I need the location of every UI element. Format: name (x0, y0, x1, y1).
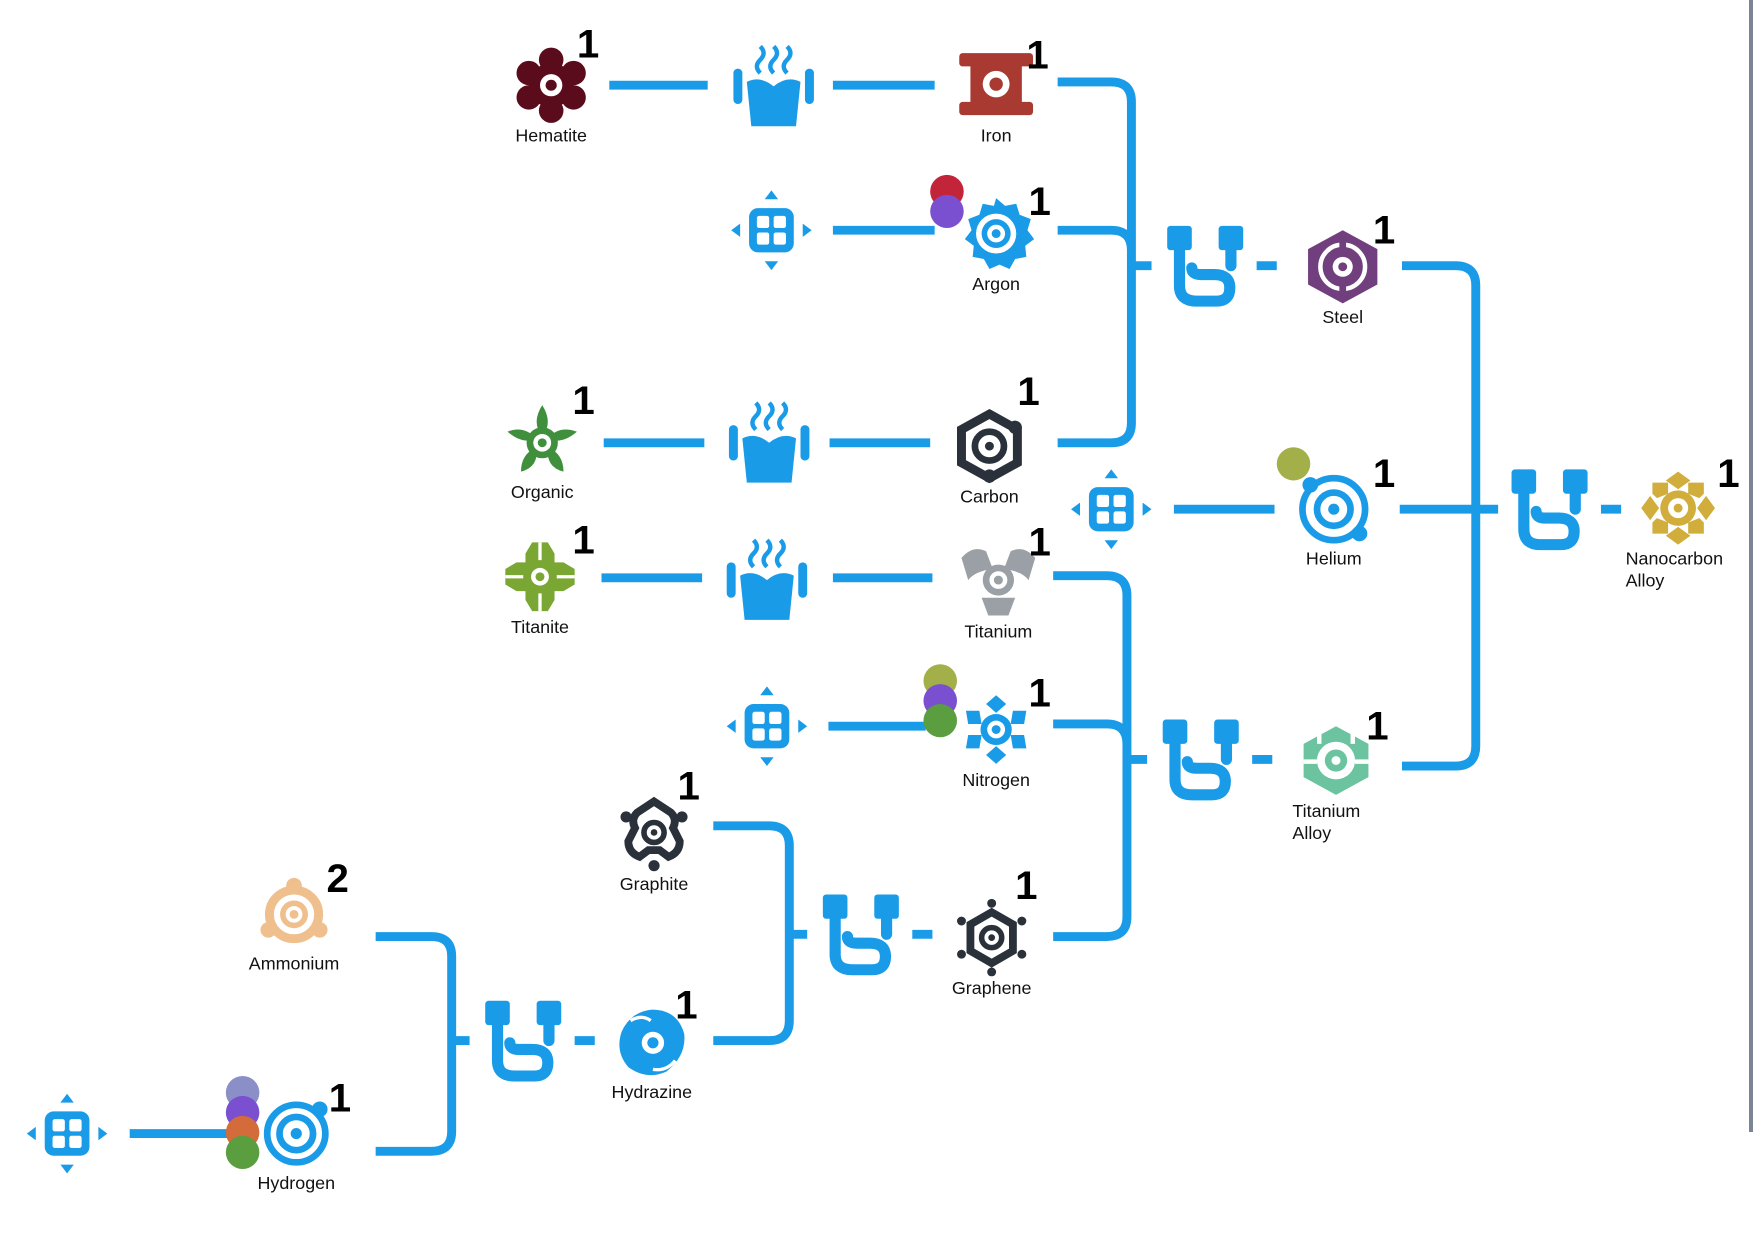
nanocarbon-alloy-icon (1641, 471, 1716, 545)
ammonium-icon (260, 877, 328, 944)
hydrazine-icon (619, 1009, 685, 1076)
steel-icon (1308, 230, 1378, 304)
titanite-icon (505, 542, 575, 612)
node-label: Titanium (964, 623, 1033, 643)
node-count: 1 (572, 377, 595, 423)
assembler-icon[interactable] (479, 996, 568, 1085)
node-count: 1 (1366, 702, 1389, 749)
node-graphite[interactable]: Graphite 1 (593, 765, 716, 897)
node-count: 1 (328, 1074, 352, 1121)
node-count: 1 (1015, 862, 1038, 908)
assembler-icon[interactable] (816, 890, 905, 979)
helium-icon (1299, 474, 1369, 544)
node-titanite[interactable]: Titanite 1 (479, 520, 602, 640)
extractor-icon[interactable] (727, 186, 816, 275)
node-titanium-alloy[interactable]: Titanium Alloy 1 (1275, 706, 1398, 846)
titanium-alloy-icon (1303, 726, 1369, 795)
node-nitrogen[interactable]: Nitrogen 1 (935, 673, 1058, 793)
hydrogen-icon (263, 1101, 329, 1166)
nitrogen-icon (965, 695, 1027, 764)
node-label: Organic (510, 483, 574, 503)
node-hematite[interactable]: Hematite 1 (490, 24, 613, 148)
node-iron[interactable]: Iron 1 (935, 35, 1058, 148)
node-count: 1 (1717, 450, 1740, 496)
extractor-icon[interactable] (22, 1089, 111, 1178)
bus-graphene (713, 821, 808, 1046)
assembler-icon[interactable] (1156, 715, 1245, 804)
node-count: 1 (1028, 178, 1051, 224)
node-label: Carbon (960, 488, 1019, 508)
titanium-icon (961, 549, 1036, 616)
node-label: Nanocarbon Alloy (1625, 550, 1724, 592)
node-graphene[interactable]: Graphene 1 (930, 865, 1053, 1001)
node-label: Titanite (510, 618, 569, 638)
hematite-icon (516, 47, 586, 123)
node-hydrazine[interactable]: Hydrazine 1 (590, 985, 713, 1105)
planet-sources-helium (1276, 447, 1315, 481)
node-carbon[interactable]: Carbon 1 (928, 371, 1051, 509)
argon-icon (964, 198, 1035, 270)
node-count: 1 (1028, 519, 1051, 565)
node-label: Hydrazine (611, 1083, 693, 1103)
bus-steel (1057, 77, 1152, 448)
carbon-icon (957, 408, 1022, 484)
node-label: Argon (972, 275, 1021, 295)
assembler-icon[interactable] (1505, 465, 1594, 554)
planet-icon (225, 1135, 260, 1169)
node-label: Titanium Alloy (1292, 802, 1361, 844)
bus-titanium-alloy (1053, 571, 1148, 941)
node-count: 1 (677, 762, 700, 809)
node-steel[interactable]: Steel 1 (1281, 210, 1404, 330)
node-count: 1 (1372, 207, 1396, 253)
node-count: 1 (1017, 368, 1040, 415)
node-titanium[interactable]: Titanium 1 (937, 522, 1060, 644)
node-nanocarbon-alloy[interactable]: Nanocarbon Alloy 1 (1617, 453, 1740, 593)
node-count: 1 (572, 516, 595, 563)
node-helium[interactable]: Helium 1 (1272, 453, 1395, 571)
graphite-icon (620, 796, 688, 872)
node-count: 1 (675, 981, 698, 1028)
organic-icon (507, 405, 577, 472)
planet-sources-argon (930, 174, 968, 229)
scrollbar[interactable] (1749, 0, 1753, 1132)
bus-nanocarbon-alloy (1399, 261, 1499, 771)
node-label: Graphite (619, 875, 689, 895)
smelter-icon[interactable] (722, 536, 811, 625)
node-count: 1 (1026, 32, 1049, 78)
node-organic[interactable]: Organic 1 (481, 380, 604, 505)
node-label: Nitrogen (962, 771, 1030, 791)
extractor-icon[interactable] (722, 682, 811, 771)
node-count: 1 (1372, 450, 1396, 496)
node-label: Steel (1322, 308, 1364, 328)
bus-hydrazine (375, 932, 470, 1156)
node-count: 1 (1028, 669, 1051, 716)
node-label: Graphene (951, 979, 1032, 999)
extractor-icon[interactable] (1067, 465, 1156, 554)
planet-icon (930, 194, 964, 229)
node-label: Hematite (515, 127, 587, 147)
node-label: Iron (980, 127, 1012, 147)
graphene-icon (957, 898, 1027, 977)
smelter-icon[interactable] (729, 42, 818, 131)
planet-sources-hydrogen (225, 1076, 264, 1169)
planet-sources-nitrogen (923, 664, 961, 738)
smelter-icon[interactable] (724, 399, 813, 488)
node-count: 1 (576, 21, 600, 67)
planet-icon (1276, 447, 1311, 481)
planet-icon (923, 704, 958, 738)
node-label: Ammonium (248, 955, 340, 975)
node-label: Helium (1305, 550, 1362, 569)
node-hydrogen[interactable]: Hydrogen 1 (235, 1078, 358, 1196)
iron-icon (959, 53, 1034, 116)
node-ammonium[interactable]: Ammonium 2 (233, 858, 356, 977)
node-label: Hydrogen (257, 1174, 336, 1194)
assembler-icon[interactable] (1160, 221, 1249, 310)
node-count: 2 (326, 855, 349, 902)
node-argon[interactable]: Argon 1 (935, 181, 1058, 297)
